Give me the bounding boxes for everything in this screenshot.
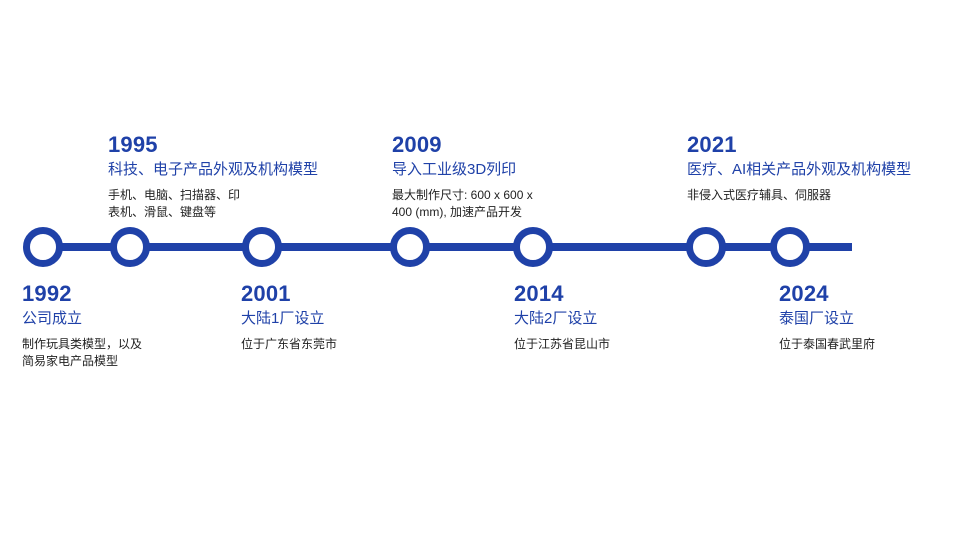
milestone-title: 大陆2厂设立 xyxy=(514,310,598,327)
timeline-node-2014 xyxy=(513,227,553,267)
milestone-2021: 2021 医疗、AI相关产品外观及机构模型 非侵入式医疗辅具、伺服器 xyxy=(687,132,911,204)
milestone-desc-line: 最大制作尺寸: 600 x 600 x xyxy=(392,188,533,202)
milestone-2024: 2024 泰国厂设立 位于泰国春武里府 xyxy=(779,281,875,353)
milestone-description: 制作玩具类模型，以及 简易家电产品模型 xyxy=(22,336,142,370)
milestone-description: 位于广东省东莞市 xyxy=(241,336,337,353)
milestone-description: 手机、电脑、扫描器、印 表机、滑鼠、键盘等 xyxy=(108,187,318,221)
milestone-desc-line: 位于江苏省昆山市 xyxy=(514,337,611,351)
milestone-desc-line: 制作玩具类模型，以及 xyxy=(22,337,143,351)
milestone-title: 公司成立 xyxy=(22,310,83,327)
milestone-description: 最大制作尺寸: 600 x 600 x 400 (mm), 加速产品开发 xyxy=(392,187,533,221)
milestone-description: 位于江苏省昆山市 xyxy=(514,336,610,353)
milestone-title: 泰国厂设立 xyxy=(779,310,855,327)
milestone-title: 导入工业级3D列印 xyxy=(392,161,517,178)
timeline-node-1995 xyxy=(110,227,150,267)
milestone-title: 医疗、AI相关产品外观及机构模型 xyxy=(687,161,912,178)
milestone-year: 2014 xyxy=(514,281,564,306)
milestone-title: 大陆1厂设立 xyxy=(241,310,325,327)
milestone-year: 1992 xyxy=(22,281,72,306)
milestone-2009: 2009 导入工业级3D列印 最大制作尺寸: 600 x 600 x 400 (… xyxy=(392,132,533,221)
milestone-desc-line: 表机、滑鼠、键盘等 xyxy=(108,205,217,219)
timeline-node-1992 xyxy=(23,227,63,267)
milestone-2001: 2001 大陆1厂设立 位于广东省东莞市 xyxy=(241,281,337,353)
milestone-year: 2021 xyxy=(687,132,737,157)
timeline-node-2021 xyxy=(686,227,726,267)
milestone-desc-line: 非侵入式医疗辅具、伺服器 xyxy=(687,188,832,202)
milestone-desc-line: 简易家电产品模型 xyxy=(22,354,119,368)
timeline-node-2001 xyxy=(242,227,282,267)
timeline-node-2009 xyxy=(390,227,430,267)
milestone-desc-line: 手机、电脑、扫描器、印 xyxy=(108,188,241,202)
milestone-1992: 1992 公司成立 制作玩具类模型，以及 简易家电产品模型 xyxy=(22,281,142,370)
milestone-desc-line: 400 (mm), 加速产品开发 xyxy=(392,205,523,219)
milestone-description: 非侵入式医疗辅具、伺服器 xyxy=(687,187,911,204)
milestone-year: 2001 xyxy=(241,281,291,306)
milestone-year: 1995 xyxy=(108,132,158,157)
milestone-desc-line: 位于泰国春武里府 xyxy=(779,337,876,351)
milestone-year: 2009 xyxy=(392,132,442,157)
timeline-node-2024 xyxy=(770,227,810,267)
milestone-title: 科技、电子产品外观及机构模型 xyxy=(108,161,319,178)
timeline-line xyxy=(36,243,852,251)
milestone-2014: 2014 大陆2厂设立 位于江苏省昆山市 xyxy=(514,281,610,353)
milestone-description: 位于泰国春武里府 xyxy=(779,336,875,353)
milestone-year: 2024 xyxy=(779,281,829,306)
milestone-desc-line: 位于广东省东莞市 xyxy=(241,337,338,351)
milestone-1995: 1995 科技、电子产品外观及机构模型 手机、电脑、扫描器、印 表机、滑鼠、键盘… xyxy=(108,132,318,221)
